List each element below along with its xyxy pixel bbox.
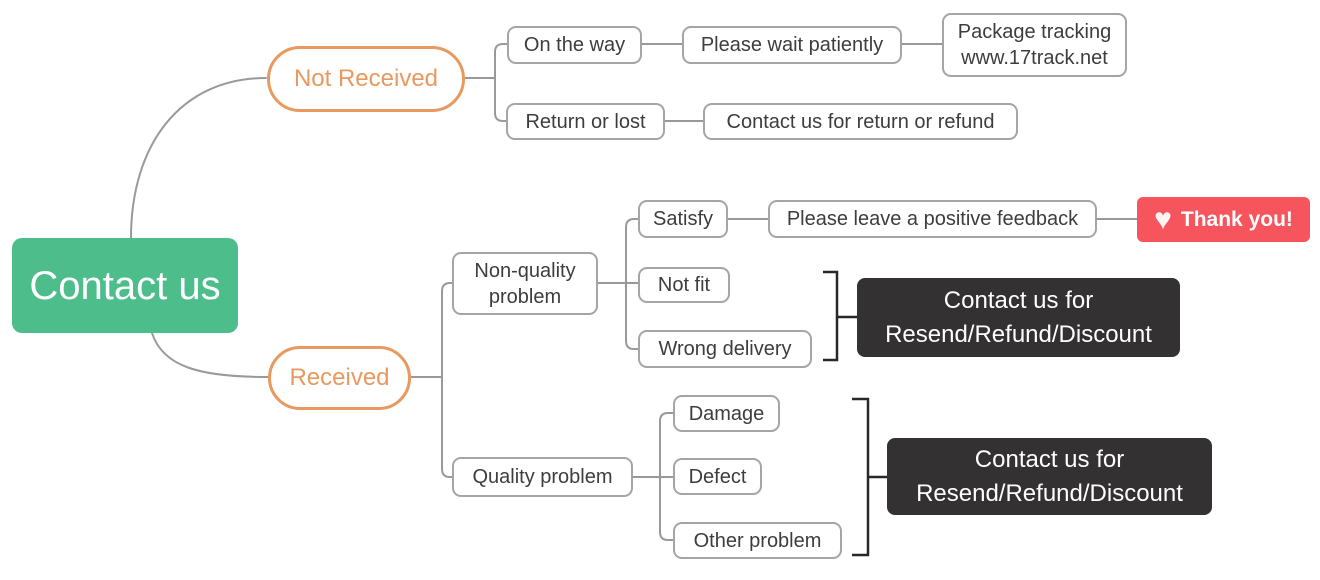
node-resend-offer-nonquality[interactable]: Contact us for Resend/Refund/Discount [857, 278, 1180, 357]
node-other-problem[interactable]: Other problem [673, 522, 842, 559]
node-on-the-way[interactable]: On the way [507, 26, 642, 64]
connector-quality-children [659, 412, 673, 541]
node-not-fit[interactable]: Not fit [638, 267, 730, 303]
bracket-nonquality-group [823, 270, 839, 362]
node-return-or-lost[interactable]: Return or lost [506, 103, 665, 140]
node-contact-us-root[interactable]: Contact us [12, 238, 238, 333]
connector-nonquality-children [625, 218, 638, 350]
node-defect[interactable]: Defect [673, 458, 762, 495]
node-satisfy[interactable]: Satisfy [638, 200, 728, 238]
node-thank-you[interactable]: ♥ Thank you! [1137, 197, 1310, 242]
node-non-quality-problem[interactable]: Non-quality problem [452, 252, 598, 315]
node-received[interactable]: Received [268, 346, 411, 410]
node-quality-problem[interactable]: Quality problem [452, 457, 633, 497]
node-contact-return-refund[interactable]: Contact us for return or refund [703, 103, 1018, 140]
connector-root-received [151, 332, 269, 378]
node-damage[interactable]: Damage [673, 395, 780, 432]
node-package-tracking[interactable]: Package tracking www.17track.net [942, 13, 1127, 77]
node-wrong-delivery[interactable]: Wrong delivery [638, 330, 812, 368]
node-resend-offer-quality[interactable]: Contact us for Resend/Refund/Discount [887, 438, 1212, 515]
node-please-wait-patiently[interactable]: Please wait patiently [682, 26, 902, 64]
node-positive-feedback[interactable]: Please leave a positive feedback [768, 200, 1097, 238]
connector-root-not-received [130, 77, 267, 239]
node-not-received[interactable]: Not Received [267, 46, 465, 112]
bracket-quality-group [852, 397, 870, 557]
thank-you-label: Thank you! [1180, 207, 1293, 231]
heart-icon: ♥ [1154, 202, 1172, 236]
connector-received-children [441, 282, 452, 478]
